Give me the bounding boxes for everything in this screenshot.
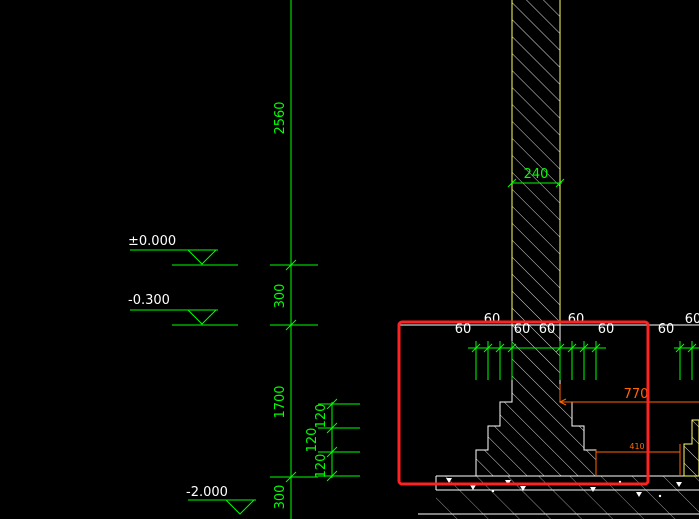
cushion-layer (436, 476, 699, 519)
vertical-dimension-chain (270, 0, 318, 519)
dim-300-upper-label: 300 (273, 284, 288, 309)
dim-300-lower-label: 300 (273, 485, 288, 510)
wall-width-dimension (507, 178, 565, 188)
orange-dimension-410 (595, 444, 681, 476)
level-marker-top (130, 249, 238, 266)
dim-1700-label: 1700 (273, 385, 288, 418)
step-dim-c-label: 120 (314, 454, 329, 479)
step-dim-b-label: 120 (305, 428, 320, 453)
top-dim-edge-a: 60 (658, 322, 675, 337)
top-dim-right-inner: 60 (539, 322, 556, 337)
level-mid-label: -0.300 (128, 293, 170, 308)
step-dim-a-label: 120 (314, 404, 329, 429)
top-dim-edge-b: 60 (685, 312, 699, 327)
highlight-box (397, 320, 650, 486)
orange-dimension-770 (558, 384, 699, 406)
top-dim-right-mid: 60 (568, 312, 585, 327)
level-top-label: ±0.000 (128, 234, 176, 249)
top-dim-left-mid: 60 (484, 312, 501, 327)
wall-hatch (512, 0, 560, 325)
level-bottom-label: -2.000 (186, 485, 228, 500)
level-marker-bottom (188, 499, 256, 515)
dim-2560-label: 2560 (273, 101, 288, 134)
step-dimension-chain (318, 398, 360, 482)
wall-outline (511, 0, 561, 325)
top-dim-left-inner: 60 (514, 322, 531, 337)
level-marker-mid (130, 309, 238, 326)
wall-width-label: 240 (524, 167, 549, 182)
top-dim-right-outer: 60 (598, 322, 615, 337)
orange-dim-410-label: 410 (629, 442, 644, 451)
top-dim-left-outer: 60 (455, 322, 472, 337)
orange-dim-770-label: 770 (624, 387, 649, 402)
top-tick-dimensions (468, 341, 699, 380)
adjacent-footing (683, 419, 699, 477)
